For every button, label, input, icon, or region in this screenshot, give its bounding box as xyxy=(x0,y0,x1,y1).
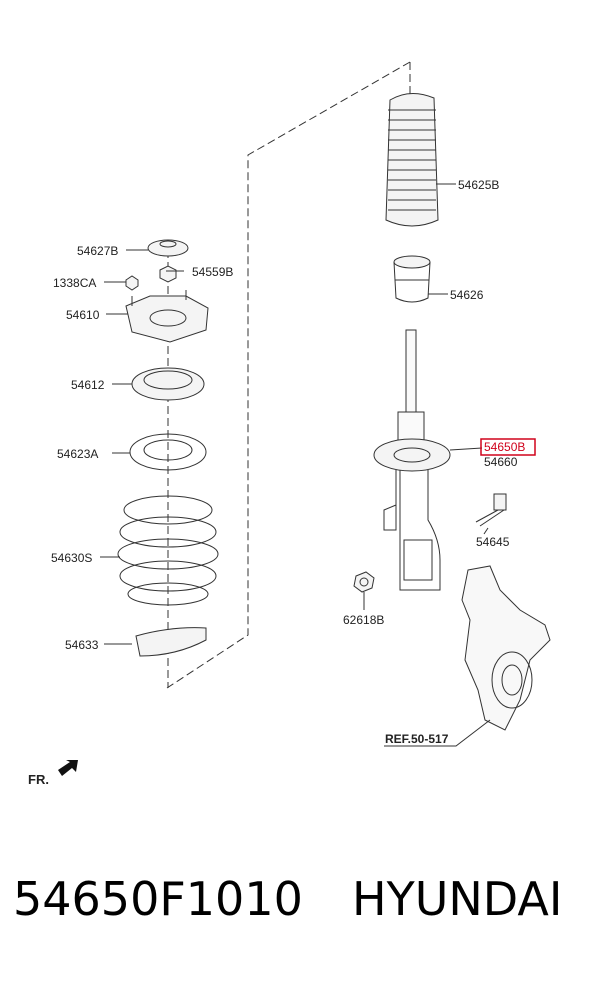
label-54623A: 54623A xyxy=(57,447,98,461)
small-nut-part xyxy=(125,275,139,291)
brand-name: HYUNDAI xyxy=(352,872,563,926)
label-54559B: 54559B xyxy=(192,265,233,279)
bolt-part xyxy=(475,493,507,527)
label-54627B: 54627B xyxy=(77,244,118,258)
strut-mount-part xyxy=(125,290,209,343)
label-54645: 54645 xyxy=(476,535,510,549)
label-54612: 54612 xyxy=(71,378,105,392)
label-54650B: 54650B xyxy=(484,440,525,454)
label-54626: 54626 xyxy=(450,288,484,302)
label-fr: FR. xyxy=(28,772,49,787)
lock-nut-part xyxy=(159,265,177,283)
highlight-box xyxy=(480,438,536,456)
strut-assembly-diagram: 54627B 54559B 1338CA 54610 54612 54623A … xyxy=(28,61,551,787)
spring-pad-part xyxy=(129,433,207,471)
dust-boot-part xyxy=(385,93,439,227)
bump-stopper-part xyxy=(393,255,431,303)
footer-caption: 54650F1010 HYUNDAI xyxy=(0,872,600,952)
label-ref-50-517: REF.50-517 xyxy=(385,732,449,746)
label-54625B: 54625B xyxy=(458,178,499,192)
label-54610: 54610 xyxy=(66,308,100,322)
lower-spring-pad-part xyxy=(135,627,207,657)
part-number: 54650F1010 xyxy=(13,872,303,926)
shock-absorber-part xyxy=(373,329,451,591)
label-54630S: 54630S xyxy=(51,551,92,565)
label-1338CA: 1338CA xyxy=(53,276,96,290)
label-54633: 54633 xyxy=(65,638,99,652)
front-arrow-icon xyxy=(58,760,78,776)
bearing-part xyxy=(131,367,205,401)
label-54660: 54660 xyxy=(484,455,518,469)
coil-spring-part xyxy=(117,495,219,606)
insulator-cap-part xyxy=(147,239,189,257)
label-62618B: 62618B xyxy=(343,613,384,627)
nut-part xyxy=(353,571,375,593)
dashed-group-boundary xyxy=(166,61,411,689)
steering-knuckle-part xyxy=(461,565,551,731)
